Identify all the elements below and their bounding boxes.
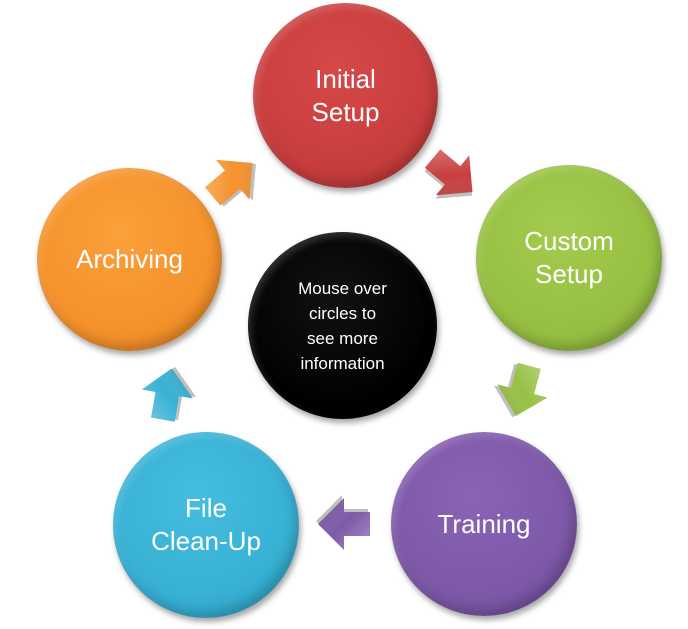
- step-label: Training: [437, 508, 531, 539]
- step-training[interactable]: Training: [391, 432, 577, 616]
- arrow-cleanup-to-archive-icon: [141, 366, 197, 422]
- arrow-highlight: [497, 362, 548, 417]
- step-file-clean-up[interactable]: File Clean-Up: [113, 432, 299, 618]
- arrow-archive-to-initial-icon: [204, 159, 256, 207]
- arrow-training-to-cleanup-icon: [316, 495, 370, 550]
- arrow-highlight: [204, 159, 253, 206]
- step-custom-setup[interactable]: Custom Setup: [476, 165, 662, 351]
- arrow-initial-to-custom-icon: [424, 149, 473, 199]
- arrow-highlight: [424, 149, 473, 196]
- step-label: Custom Setup: [524, 226, 614, 289]
- step-initial-setup[interactable]: Initial Setup: [253, 3, 438, 188]
- arrow-highlight: [318, 498, 370, 550]
- arrow-highlight: [141, 368, 193, 422]
- center-info-circle: Mouse over circles to see more informati…: [248, 232, 437, 419]
- center-info-text: Mouse over circles to see more informati…: [298, 278, 387, 373]
- step-archiving[interactable]: Archiving: [37, 168, 222, 351]
- arrow-custom-to-training-icon: [493, 362, 548, 418]
- step-label: Archiving: [76, 244, 183, 274]
- step-label: File Clean-Up: [151, 493, 261, 556]
- step-label: Initial Setup: [311, 63, 380, 127]
